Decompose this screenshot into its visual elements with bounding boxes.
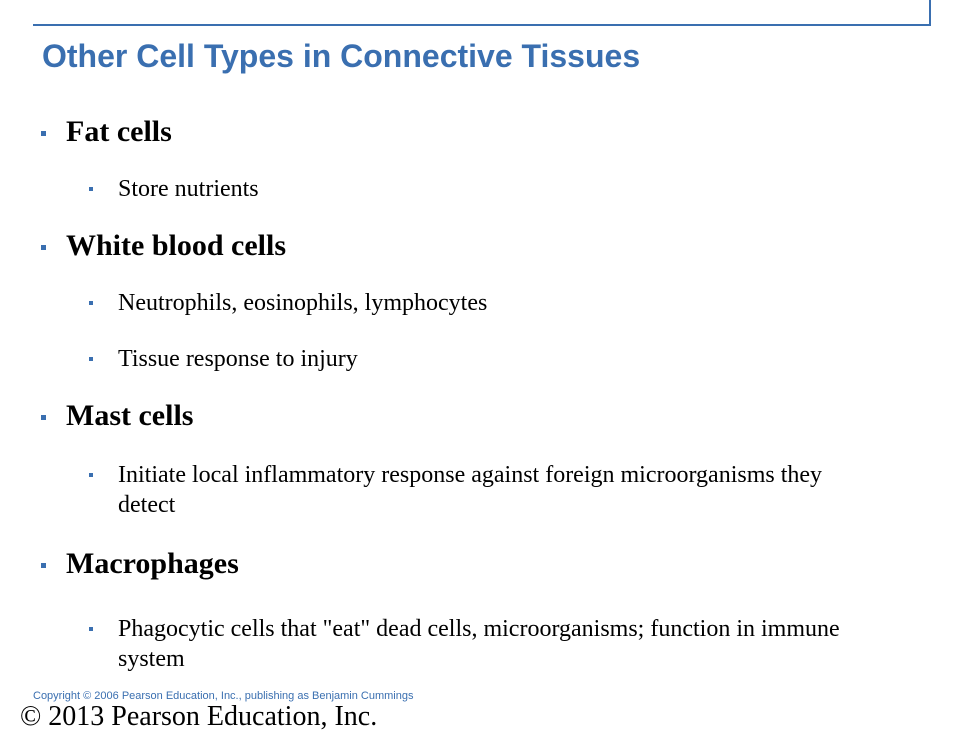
sub-bullet-tissue-response: Tissue response to injury xyxy=(89,344,878,374)
footer-copyright-small: Copyright © 2006 Pearson Education, Inc.… xyxy=(33,690,414,702)
sub-bullet-label: Tissue response to injury xyxy=(118,346,358,372)
bullet-fat-cells: Fat cells xyxy=(41,114,172,150)
square-bullet-icon xyxy=(41,415,46,420)
square-bullet-icon xyxy=(89,357,93,361)
bullet-label: White blood cells xyxy=(66,229,287,262)
slide-title: Other Cell Types in Connective Tissues xyxy=(42,38,641,74)
bullet-mast-cells: Mast cells xyxy=(41,398,193,434)
sub-bullet-label: Initiate local inflammatory response aga… xyxy=(118,462,823,518)
square-bullet-icon xyxy=(89,473,93,477)
bullet-macrophages: Macrophages xyxy=(41,546,239,582)
sub-bullet-inflammatory-response: Initiate local inflammatory response aga… xyxy=(89,460,878,520)
square-bullet-icon xyxy=(41,131,46,136)
square-bullet-icon xyxy=(41,245,46,250)
bullet-label: Mast cells xyxy=(66,399,194,432)
sub-bullet-label: Neutrophils, eosinophils, lymphocytes xyxy=(118,290,488,316)
sub-bullet-label: Store nutrients xyxy=(118,176,259,202)
square-bullet-icon xyxy=(41,563,46,568)
top-rule xyxy=(33,24,929,26)
bullet-label: Fat cells xyxy=(66,115,172,148)
sub-bullet-store-nutrients: Store nutrients xyxy=(89,174,878,204)
square-bullet-icon xyxy=(89,627,93,631)
bullet-white-blood-cells: White blood cells xyxy=(41,228,286,264)
right-edge-rule xyxy=(929,0,931,26)
sub-bullet-label: Phagocytic cells that "eat" dead cells, … xyxy=(118,616,840,672)
sub-bullet-neutrophils: Neutrophils, eosinophils, lymphocytes xyxy=(89,288,878,318)
sub-bullet-phagocytic-cells: Phagocytic cells that "eat" dead cells, … xyxy=(89,614,878,674)
footer-copyright-large: © 2013 Pearson Education, Inc. xyxy=(20,701,378,732)
square-bullet-icon xyxy=(89,187,93,191)
square-bullet-icon xyxy=(89,301,93,305)
bullet-label: Macrophages xyxy=(66,547,239,580)
